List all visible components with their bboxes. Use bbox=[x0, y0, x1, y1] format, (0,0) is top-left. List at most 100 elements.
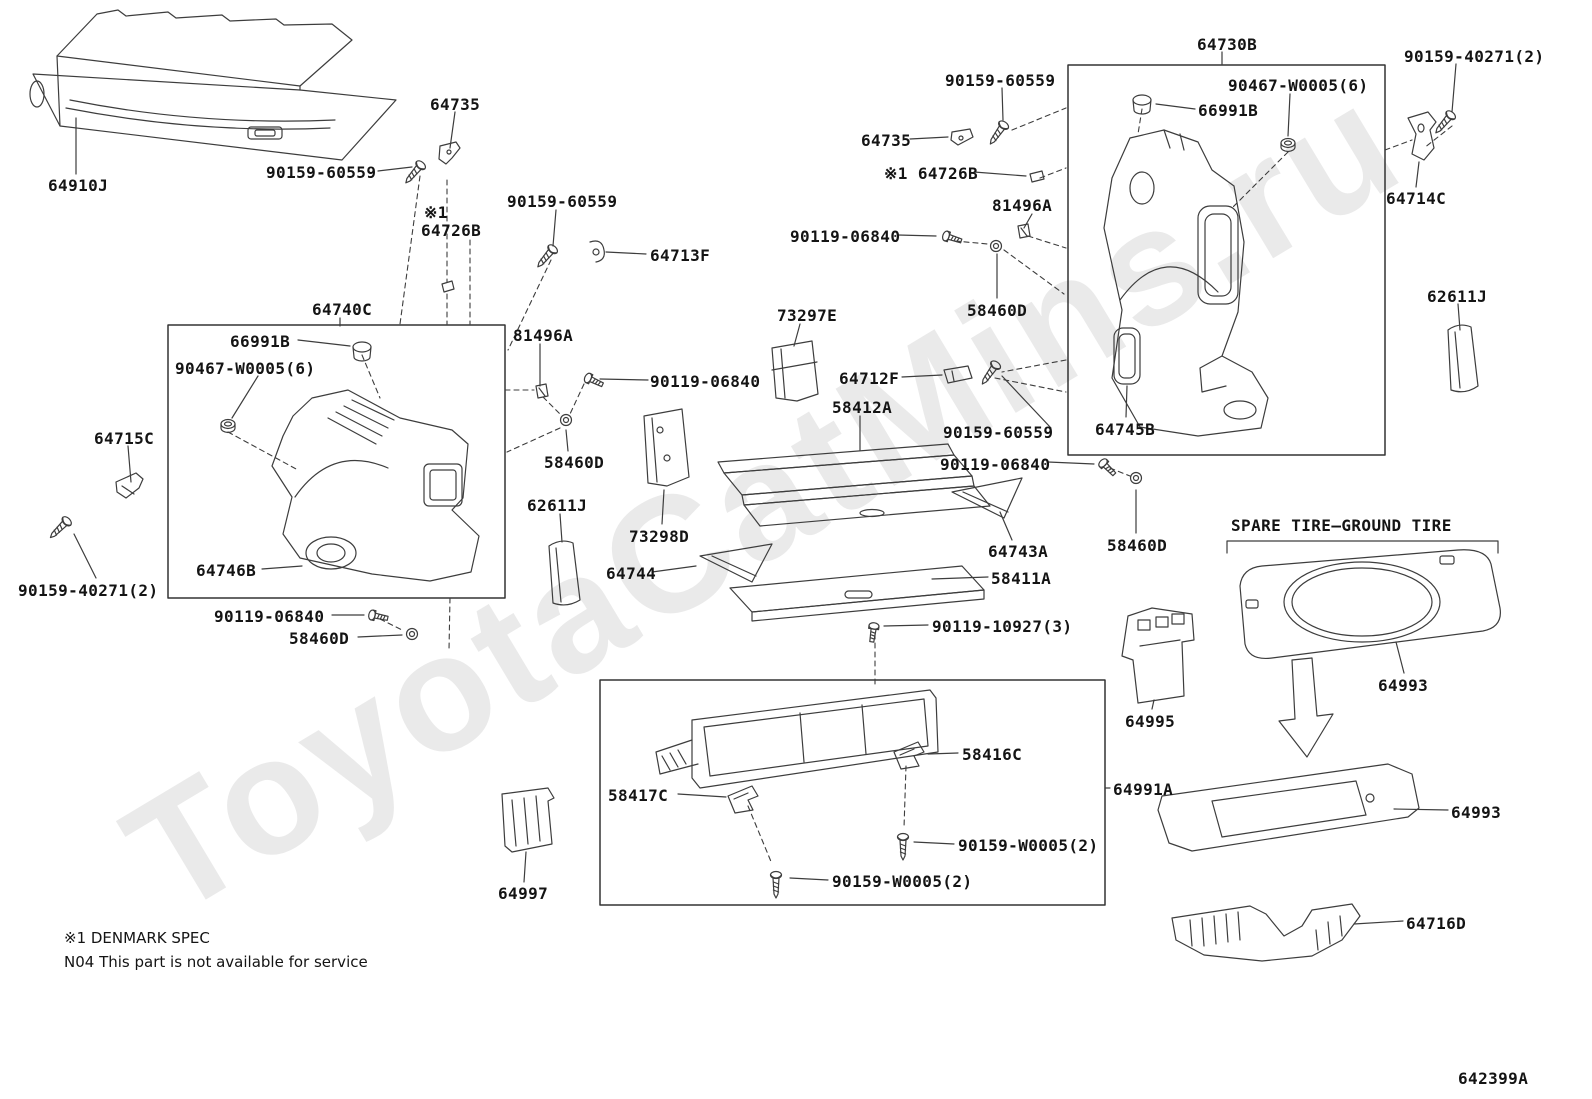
part-64910J-drawing bbox=[29, 9, 397, 161]
part-81496A-right-drawing bbox=[1017, 223, 1031, 239]
part-label-64735-left: 64735 bbox=[430, 95, 481, 114]
part-label-58416C: 58416C bbox=[962, 745, 1023, 764]
clip-icon bbox=[405, 627, 419, 641]
assembly-box-64991A bbox=[599, 679, 1106, 906]
part-label-81496A-right: 81496A bbox=[992, 196, 1053, 215]
part-73297E-drawing bbox=[771, 340, 819, 402]
part-64735-left-drawing bbox=[438, 141, 461, 165]
bolt-icon bbox=[1096, 456, 1119, 479]
part-label-64991A: 64991A bbox=[1113, 780, 1174, 799]
part-64712F-drawing bbox=[943, 365, 973, 384]
part-label-90159-W0005-right: 90159-W0005(2) bbox=[958, 836, 1099, 855]
part-label-64745B: 64745B bbox=[1095, 420, 1156, 439]
part-58417C-drawing bbox=[727, 785, 759, 814]
part-label-64740C: 64740C bbox=[312, 300, 373, 319]
part-label-64735-right: 64735 bbox=[861, 131, 912, 150]
grommet-icon bbox=[220, 418, 236, 434]
part-58412A-drawing bbox=[717, 443, 991, 527]
part-label-64993-lower: 64993 bbox=[1451, 803, 1502, 822]
bolt-icon bbox=[940, 229, 964, 247]
grommet-icon bbox=[1280, 137, 1296, 153]
part-label-64714C: 64714C bbox=[1386, 189, 1447, 208]
assembly-box-64730B bbox=[1067, 64, 1386, 456]
part-58416C-drawing bbox=[893, 741, 925, 770]
screw-icon bbox=[896, 832, 910, 861]
assembly-box-64740C bbox=[167, 324, 506, 599]
part-64715C-drawing bbox=[115, 472, 144, 499]
screw-icon bbox=[401, 158, 428, 187]
part-64745B-drawing bbox=[1113, 327, 1141, 385]
clip-icon bbox=[559, 413, 573, 427]
part-64716D-drawing bbox=[1171, 903, 1361, 962]
part-label-64997: 64997 bbox=[498, 884, 549, 903]
part-64735-right-drawing bbox=[950, 128, 974, 146]
part-64744-drawing bbox=[699, 543, 773, 583]
bolt-icon bbox=[582, 371, 606, 390]
part-64743A-drawing bbox=[951, 477, 1023, 519]
leader-lines bbox=[73, 51, 1461, 925]
part-label-90159-40271-right: 90159-40271(2) bbox=[1404, 47, 1545, 66]
part-64993-upper-drawing bbox=[1239, 549, 1501, 660]
part-label-81496A-left: 81496A bbox=[513, 326, 574, 345]
part-label-62611J-left: 62611J bbox=[527, 496, 588, 515]
part-label-58460D-left: 58460D bbox=[544, 453, 605, 472]
part-81496A-left-drawing bbox=[535, 383, 549, 399]
part-label-90467-W0005-left: 90467-W0005(6) bbox=[175, 359, 316, 378]
part-64726B-right-drawing bbox=[1029, 170, 1045, 183]
part-label-64746B: 64746B bbox=[196, 561, 257, 580]
part-label-90159-40271-left: 90159-40271(2) bbox=[18, 581, 159, 600]
screw-icon bbox=[45, 514, 74, 543]
screw-icon bbox=[769, 870, 783, 899]
part-label-64712F: 64712F bbox=[839, 369, 900, 388]
bolt-icon bbox=[866, 621, 880, 644]
clip-cup-icon bbox=[352, 341, 372, 362]
part-label-64726B-right: ※1 64726B bbox=[884, 164, 979, 183]
part-label-90159-60559-left: 90159-60559 bbox=[266, 163, 377, 182]
clip-icon bbox=[1129, 471, 1143, 485]
note-service: N04 This part is not available for servi… bbox=[64, 953, 368, 971]
part-label-64713F: 64713F bbox=[650, 246, 711, 265]
part-label-64715C: 64715C bbox=[94, 429, 155, 448]
part-label-58460D-top-right: 58460D bbox=[967, 301, 1028, 320]
part-62611J-right-drawing bbox=[1447, 324, 1479, 393]
part-64726B-left-drawing bbox=[441, 280, 455, 293]
part-64713F-drawing bbox=[589, 240, 605, 263]
part-label-58417C: 58417C bbox=[608, 786, 669, 805]
part-62611J-left-drawing bbox=[548, 540, 581, 606]
part-label-90467-W0005-right: 90467-W0005(6) bbox=[1228, 76, 1369, 95]
note-denmark-spec: ※1 DENMARK SPEC bbox=[64, 929, 210, 947]
bolt-icon bbox=[367, 608, 390, 624]
part-64714C-drawing bbox=[1407, 111, 1437, 161]
part-label-90159-60559-left2: 90159-60559 bbox=[507, 192, 618, 211]
part-64730B-drawing bbox=[1103, 129, 1269, 437]
part-label-58411A: 58411A bbox=[991, 569, 1052, 588]
part-label-66991B-left: 66991B bbox=[230, 332, 291, 351]
part-label-62611J-right: 62611J bbox=[1427, 287, 1488, 306]
part-label-73298D: 73298D bbox=[629, 527, 690, 546]
part-label-58412A: 58412A bbox=[832, 398, 893, 417]
screw-icon bbox=[533, 242, 560, 271]
part-label-90119-06840-top-right: 90119-06840 bbox=[790, 227, 901, 246]
part-label-90159-W0005-left: 90159-W0005(2) bbox=[832, 872, 973, 891]
part-64991A-tray-drawing bbox=[655, 689, 939, 789]
part-label-64744: 64744 bbox=[606, 564, 657, 583]
part-64740C-drawing bbox=[271, 389, 480, 582]
part-73298D-drawing bbox=[643, 408, 690, 487]
part-label-64910J: 64910J bbox=[48, 176, 109, 195]
drawing-number: 642399A bbox=[1458, 1069, 1529, 1088]
part-label-64730B: 64730B bbox=[1197, 35, 1258, 54]
part-64995-drawing bbox=[1121, 607, 1195, 704]
screw-icon bbox=[985, 118, 1011, 148]
part-label-90119-06840-left-bottom: 90119-06840 bbox=[214, 607, 325, 626]
spare-tire-heading: SPARE TIRE–GROUND TIRE bbox=[1231, 516, 1452, 535]
down-arrow bbox=[1278, 657, 1334, 758]
spare-tire-bracket bbox=[1226, 540, 1499, 554]
clip-icon bbox=[989, 239, 1003, 253]
construction-lines bbox=[227, 107, 1453, 865]
part-64997-drawing bbox=[501, 787, 555, 853]
part-label-90119-06840-mid: 90119-06840 bbox=[940, 455, 1051, 474]
part-label-73297E: 73297E bbox=[777, 306, 838, 325]
ref-marker-left: ※1 bbox=[424, 203, 448, 222]
